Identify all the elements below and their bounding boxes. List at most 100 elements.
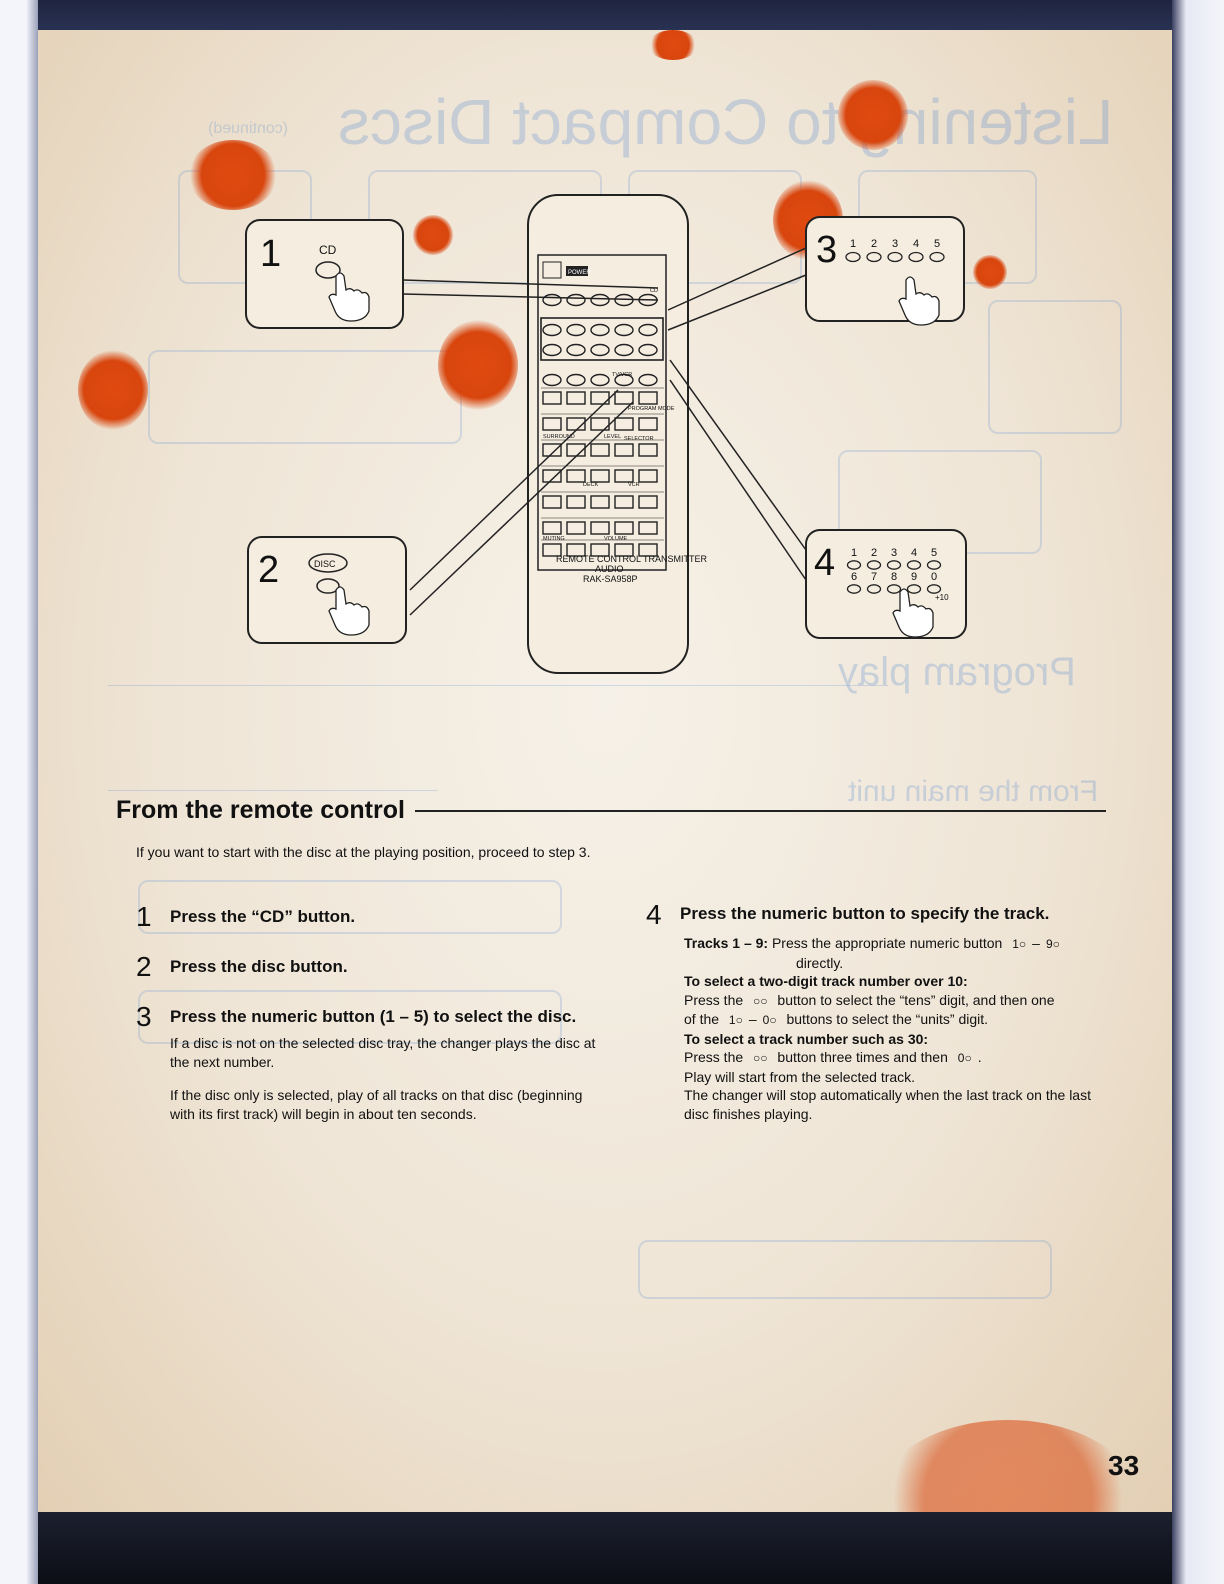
remote-label: VCR [628, 482, 640, 488]
remote-square-button [614, 391, 634, 405]
step-number: 1 [136, 901, 152, 932]
remote-square-button [614, 469, 634, 483]
step-1: 1 Press the “CD” button. [136, 902, 616, 932]
numeric-key-label: 1 [850, 238, 856, 250]
tracks-text: Press the appropriate numeric button [771, 935, 1003, 951]
numeric-button-icon: 1○ [728, 1013, 743, 1028]
section-heading: From the remote control [116, 796, 1106, 825]
tracks-text-2: directly. [796, 954, 844, 971]
button-icon [316, 578, 340, 594]
numeric-button-icon: 1○ [1012, 937, 1027, 952]
numeric-button-icon: 9○ [1045, 937, 1060, 952]
remote-oval-button [614, 343, 634, 357]
remote-label: MUTING [543, 536, 565, 542]
plus-ten-key-label: +10 [935, 593, 949, 602]
stain [648, 30, 698, 60]
remote-square-button [638, 443, 658, 457]
remote-oval-button [638, 343, 658, 357]
remote-square-button [638, 543, 658, 557]
remote-square-button [566, 391, 586, 405]
step-title: Press the “CD” button. [170, 907, 356, 926]
finger-press-icon [328, 272, 370, 322]
remote-label: SURROUND [543, 434, 575, 440]
thirty-heading: To select a track number such as 30: [684, 1030, 929, 1047]
numeric-key-label: 8 [891, 571, 897, 583]
numeric-key-label: 2 [871, 238, 877, 250]
remote-oval-button [614, 373, 634, 387]
remote-square-button [566, 521, 586, 535]
remote-square-button [566, 543, 586, 557]
section-rule [414, 809, 1106, 812]
bleed-through-rule [108, 685, 888, 686]
two-digit-line-2: of the 1○–0○ buttons to select the “unit… [684, 1010, 1116, 1030]
numeric-key-icon [846, 584, 862, 594]
scan-edge-bottom [38, 1512, 1172, 1584]
numeric-key-highlight [540, 317, 664, 361]
remote-power-label: POWER [568, 270, 591, 276]
bleed-through-rule [108, 790, 438, 791]
remote-label: TV/VCR [612, 372, 632, 378]
remote-square-button [590, 469, 610, 483]
numeric-key-icon [908, 251, 924, 263]
numeric-key-icon [929, 251, 945, 263]
callout-connector-lines [402, 247, 807, 616]
numeric-key-icon [866, 560, 882, 570]
bleed-through-box [138, 990, 562, 1044]
disc-button-icon [308, 553, 348, 573]
remote-square-button [542, 495, 562, 509]
remote-square-button [638, 417, 658, 431]
callout-number: 2 [258, 549, 279, 591]
tracks-label: Tracks 1 – 9: [684, 935, 769, 951]
step-3: 3 Press the numeric button (1 – 5) to se… [136, 1002, 606, 1124]
remote-square-button [638, 469, 658, 483]
remote-square-button [638, 521, 658, 535]
remote-square-button [566, 469, 586, 483]
numeric-key-label: 5 [934, 238, 940, 250]
tracks-1-9-line: Tracks 1 – 9: Press the appropriate nume… [684, 934, 1116, 954]
remote-square-button [542, 443, 562, 457]
numeric-key-label: 6 [851, 571, 857, 583]
remote-oval-button [590, 323, 610, 337]
remote-square-button [590, 543, 610, 557]
numeric-key-icon [906, 560, 922, 570]
step-2: 2 Press the disc button. [136, 952, 616, 982]
step-number: 2 [136, 951, 152, 982]
play-start-text: Play will start from the selected track. [684, 1068, 916, 1085]
remote-label: PROGRAM MODE [628, 406, 675, 412]
remote-oval-button [590, 343, 610, 357]
remote-oval-button [638, 323, 658, 337]
remote-square-button [566, 495, 586, 509]
remote-square-button [542, 469, 562, 483]
step-title: Press the disc button. [170, 957, 348, 976]
numeric-key-icon [906, 584, 922, 594]
remote-oval-button [566, 373, 586, 387]
remote-oval-button [590, 293, 610, 307]
numeric-key-icon [845, 251, 861, 263]
callout-number: 1 [260, 233, 281, 275]
remote-label: DECK [583, 482, 599, 488]
step-number: 3 [136, 1001, 152, 1032]
remote-label: LEVEL [604, 434, 621, 440]
remote-oval-button [542, 343, 562, 357]
remote-oval-button [566, 293, 586, 307]
bleed-through-box [138, 880, 562, 934]
remote-oval-button [614, 323, 634, 337]
numeric-key-label: 7 [871, 571, 877, 583]
remote-square-button [614, 443, 634, 457]
numeric-key-icon [886, 560, 902, 570]
section-intro: If you want to start with the disc at th… [136, 844, 591, 860]
remote-square-button [590, 443, 610, 457]
auto-stop-text: The changer will stop automatically when… [684, 1087, 1091, 1122]
remote-label: CD [650, 288, 658, 294]
finger-press-icon [892, 588, 934, 638]
numeric-key-label: 9 [911, 571, 917, 583]
stain [78, 350, 148, 430]
numeric-key-label: 4 [913, 238, 919, 250]
step-title: Press the numeric button to specify the … [680, 904, 1050, 923]
remote-square-button [638, 495, 658, 509]
callout-step-1: 1 CD [245, 219, 404, 329]
